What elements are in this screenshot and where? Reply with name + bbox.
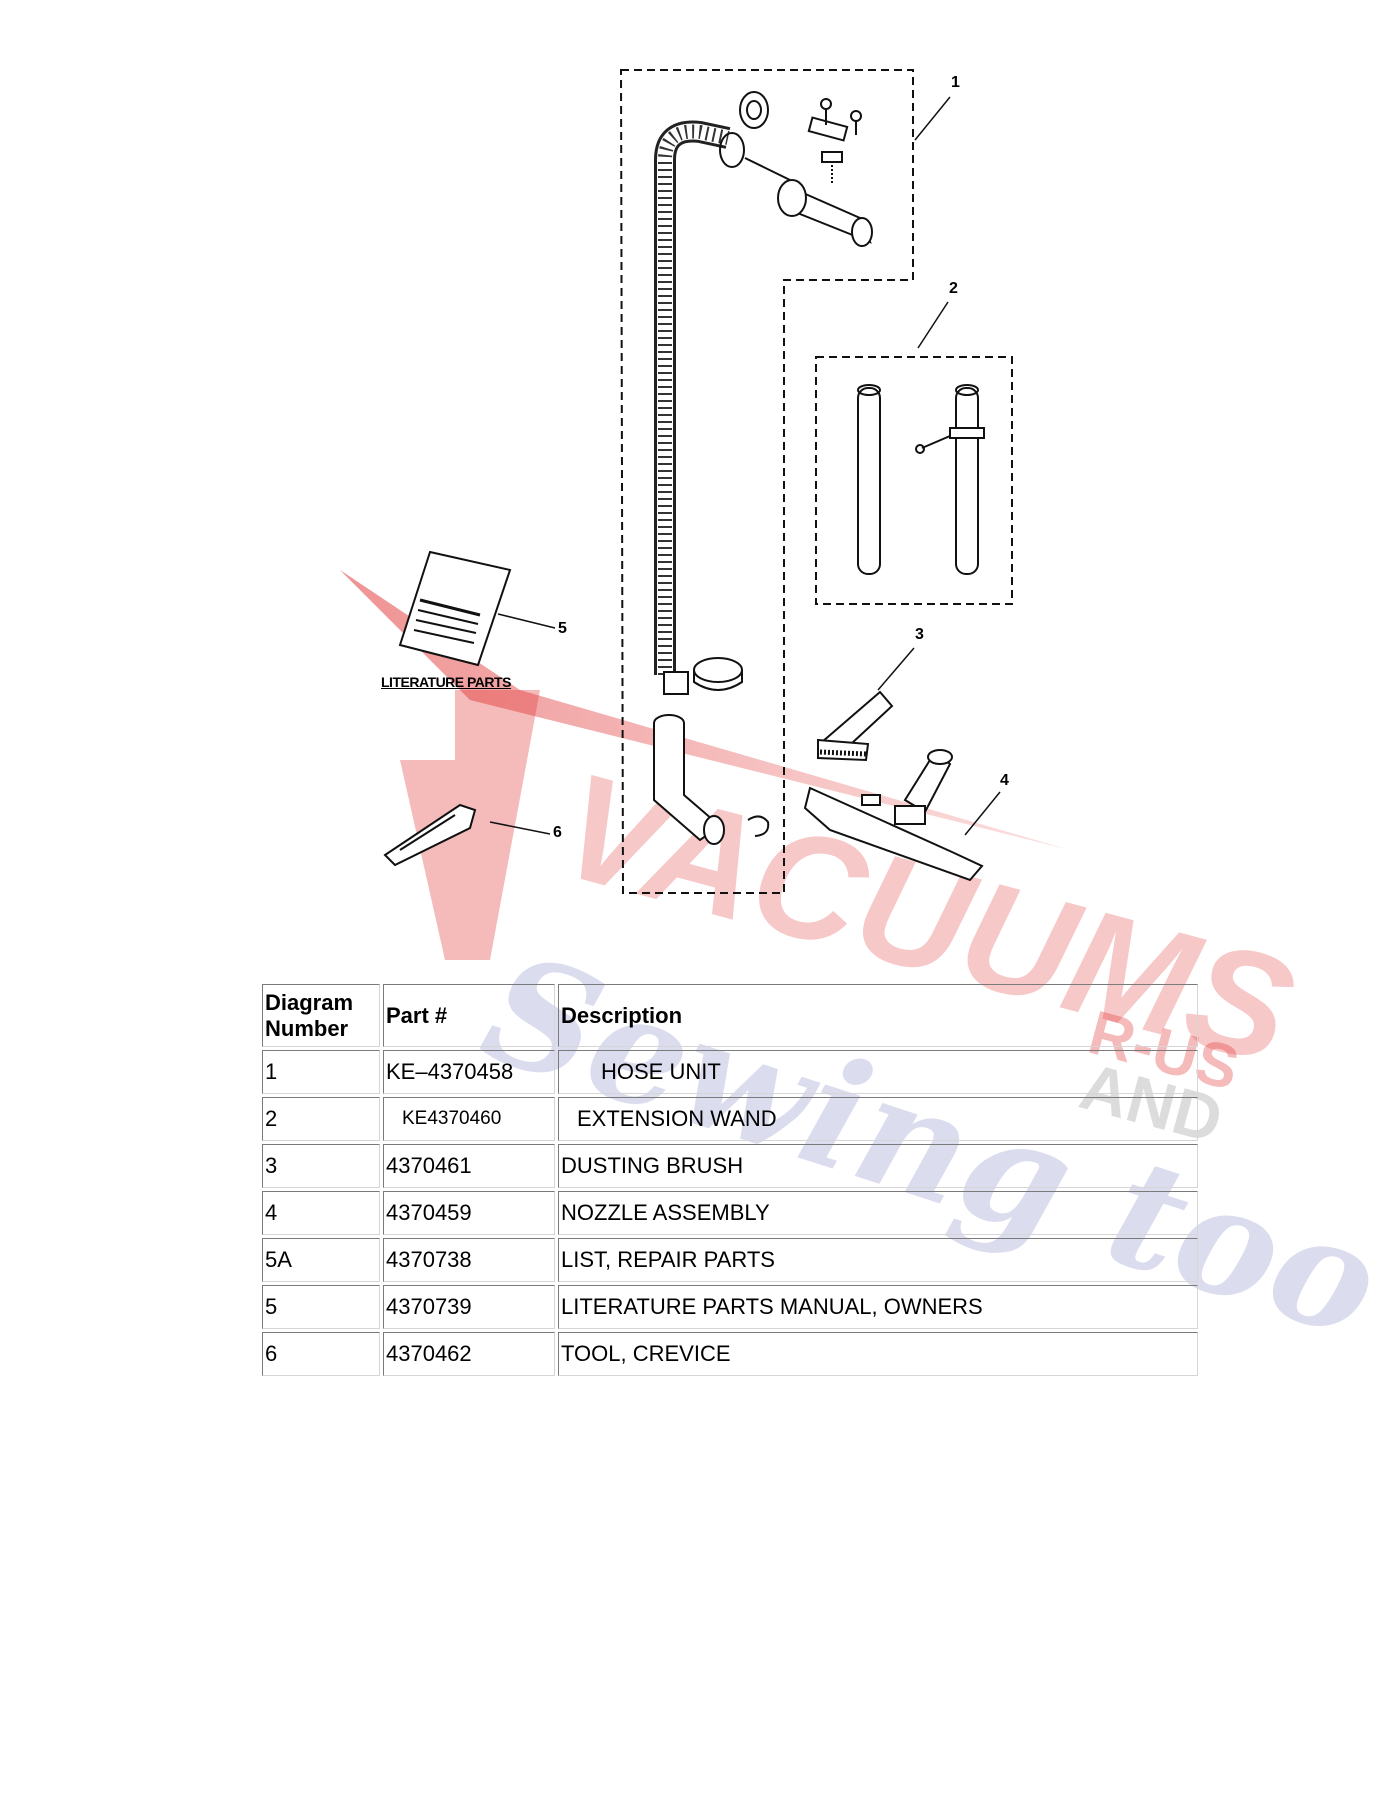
handle-fitting-icon [777, 98, 873, 247]
dusting-brush-icon [817, 690, 894, 762]
cell-diagram-number: 6 [262, 1332, 380, 1376]
hose-unit-dashed-outline [619, 69, 914, 894]
cell-description: TOOL, CREVICE [558, 1332, 1198, 1376]
table-row: 1 KE–4370458 HOSE UNIT [262, 1050, 1198, 1094]
table-row: 3 4370461 DUSTING BRUSH [262, 1144, 1198, 1188]
literature-parts-label: LITERATURE PARTS [381, 674, 511, 690]
cell-part-number: 4370461 [383, 1144, 555, 1188]
extension-wand-icon [857, 384, 985, 575]
cell-part-number: 4370459 [383, 1191, 555, 1235]
table-row: 6 4370462 TOOL, CREVICE [262, 1332, 1198, 1376]
cell-part-number: 4370738 [383, 1238, 555, 1282]
table-row: 4 4370459 NOZZLE ASSEMBLY [262, 1191, 1198, 1235]
cell-part-number: 4370462 [383, 1332, 555, 1376]
callout-2: 2 [949, 280, 958, 297]
cell-description: LIST, REPAIR PARTS [558, 1238, 1198, 1282]
callout-3: 3 [915, 626, 924, 643]
cell-description: DUSTING BRUSH [558, 1144, 1198, 1188]
callout-4: 4 [1000, 772, 1009, 789]
table-row: 5 4370739 LITERATURE PARTS MANUAL, OWNER… [262, 1285, 1198, 1329]
literature-booklet-icon [398, 550, 512, 667]
table-row: 2 KE4370460 EXTENSION WAND [262, 1097, 1198, 1141]
parts-table: Diagram Number Part # Description 1 KE–4… [259, 981, 1201, 1379]
cell-part-number: 4370739 [383, 1285, 555, 1329]
callout-1: 1 [951, 74, 960, 91]
header-description: Description [558, 984, 1198, 1047]
crevice-tool-icon [383, 803, 477, 867]
cell-diagram-number: 1 [262, 1050, 380, 1094]
cell-description: LITERATURE PARTS MANUAL, OWNERS [558, 1285, 1198, 1329]
cell-diagram-number: 3 [262, 1144, 380, 1188]
cell-diagram-number: 4 [262, 1191, 380, 1235]
hose-icon [654, 91, 791, 695]
parts-diagram [383, 69, 1013, 894]
nozzle-assembly-icon [803, 749, 984, 882]
cell-part-number: KE–4370458 [383, 1050, 555, 1094]
cell-diagram-number: 5A [262, 1238, 380, 1282]
cell-description: NOZZLE ASSEMBLY [558, 1191, 1198, 1235]
wand-dashed-box [815, 356, 1013, 605]
callout-arrows [489, 96, 1001, 836]
cell-diagram-number: 2 [262, 1097, 380, 1141]
cell-part-number: KE4370460 [383, 1097, 555, 1141]
header-diagram-number: Diagram Number [262, 984, 380, 1047]
cell-diagram-number: 5 [262, 1285, 380, 1329]
callout-6: 6 [553, 824, 562, 841]
table-header-row: Diagram Number Part # Description [262, 984, 1198, 1047]
header-part-number: Part # [383, 984, 555, 1047]
table-row: 5A 4370738 LIST, REPAIR PARTS [262, 1238, 1198, 1282]
cell-description: EXTENSION WAND [558, 1097, 1198, 1141]
curved-wand-icon [653, 714, 770, 845]
callout-5: 5 [558, 620, 567, 637]
cell-description: HOSE UNIT [558, 1050, 1198, 1094]
